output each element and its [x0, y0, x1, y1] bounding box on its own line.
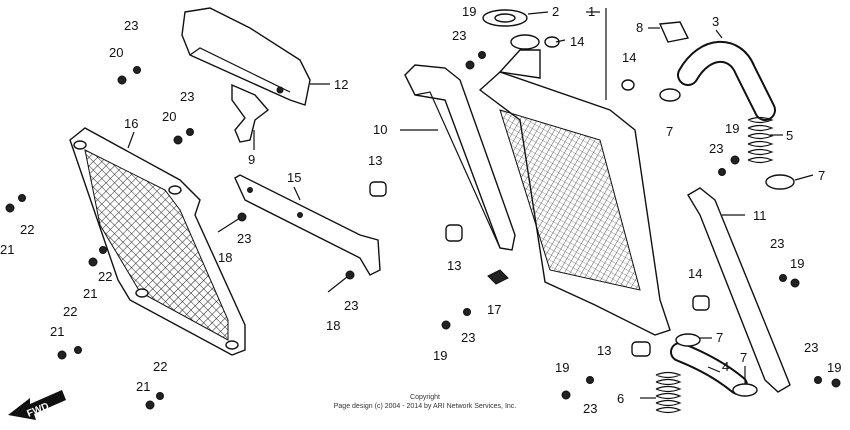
callout-19e: 19: [555, 360, 569, 375]
callout-22b: 22: [98, 269, 112, 284]
part-4-hose: [670, 342, 748, 395]
callout-23h: 23: [770, 236, 784, 251]
callout-labels: 1 2 3 4 5 6 7 7 7 7 8 9 10 11 12 13 13 1…: [0, 4, 841, 416]
callout-18b: 18: [326, 318, 340, 333]
part-6-spring: [655, 371, 682, 414]
callout-2: 2: [552, 4, 559, 19]
callout-21a: 21: [0, 242, 14, 257]
callout-23f: 23: [461, 330, 475, 345]
callout-13a: 13: [368, 153, 382, 168]
callout-19d: 19: [433, 348, 447, 363]
callout-21b: 21: [83, 286, 97, 301]
callout-22a: 22: [20, 222, 34, 237]
callout-23i: 23: [804, 340, 818, 355]
part-11-shroud: [687, 187, 791, 393]
callout-23b: 23: [180, 89, 194, 104]
callout-9: 9: [248, 152, 255, 167]
callout-14a: 14: [570, 34, 584, 49]
callout-7d: 7: [740, 350, 747, 365]
callout-15: 15: [287, 170, 301, 185]
part-15-bracket: [234, 174, 381, 276]
callout-11: 11: [753, 208, 767, 223]
part-12-cover: [181, 7, 311, 106]
callout-20b: 20: [162, 109, 176, 124]
callout-23c: 23: [237, 231, 251, 246]
callout-23a: 23: [124, 18, 138, 33]
part-10-shroud: [404, 64, 516, 251]
part-2-cap: [482, 9, 528, 27]
callout-22d: 22: [153, 359, 167, 374]
callout-23j: 23: [583, 401, 597, 416]
callout-17: 17: [487, 302, 501, 317]
callout-1: 1: [588, 4, 595, 19]
callout-21c: 21: [50, 324, 64, 339]
callout-5: 5: [786, 128, 793, 143]
callout-3: 3: [712, 14, 719, 29]
callout-14c: 14: [688, 266, 702, 281]
copyright-line1: Copyright: [410, 394, 440, 401]
callout-21d: 21: [136, 379, 150, 394]
callout-6: 6: [617, 391, 624, 406]
callout-13b: 13: [447, 258, 461, 273]
callout-7c: 7: [716, 330, 723, 345]
callout-14b: 14: [622, 50, 636, 65]
callout-18a: 18: [218, 250, 232, 265]
callout-19f: 19: [827, 360, 841, 375]
callout-23g: 23: [709, 141, 723, 156]
leader-lines: [127, 8, 814, 399]
callout-22c: 22: [63, 304, 77, 319]
small-parts: [369, 36, 710, 357]
fasteners: [5, 51, 841, 410]
part-3-hose: [677, 40, 776, 121]
callout-19b: 19: [725, 121, 739, 136]
callout-12: 12: [334, 77, 348, 92]
callout-23e: 23: [452, 28, 466, 43]
copyright-line2: Page design (c) 2004 - 2014 by ARI Netwo…: [334, 403, 517, 410]
callout-20a: 20: [109, 45, 123, 60]
part-9-bracket: [231, 83, 270, 143]
callout-8: 8: [636, 20, 643, 35]
callout-23d: 23: [344, 298, 358, 313]
part-16-grille: [69, 127, 246, 356]
callout-13c: 13: [597, 343, 611, 358]
callout-7a: 7: [666, 124, 673, 139]
callout-4: 4: [722, 359, 729, 374]
callout-19c: 19: [790, 256, 804, 271]
part-7-clamps: [659, 88, 795, 397]
part-1-radiator: [478, 34, 671, 336]
callout-19a: 19: [462, 4, 476, 19]
callout-7b: 7: [818, 168, 825, 183]
part-8-plug: [658, 21, 690, 43]
callout-10: 10: [373, 122, 387, 137]
part-5-spring: [747, 116, 774, 164]
callout-16: 16: [124, 116, 138, 131]
fwd-arrow: FWD: [8, 390, 66, 420]
